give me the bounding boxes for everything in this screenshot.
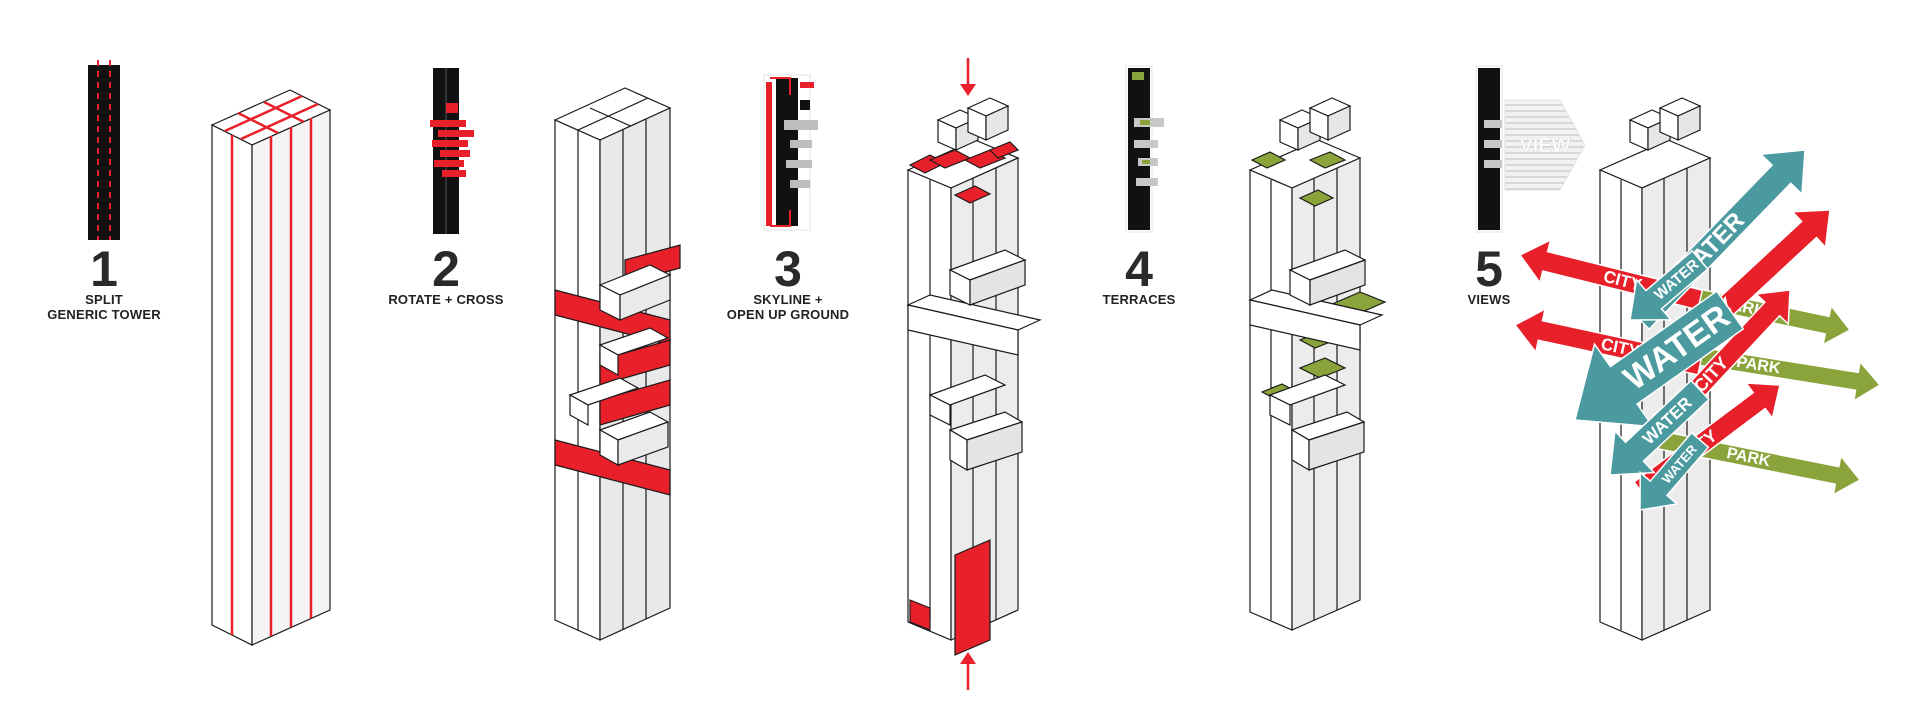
- step-3-number: 3: [774, 241, 802, 297]
- step-3-label-line-2: OPEN UP GROUND: [727, 307, 849, 322]
- view-arrow-water-shape: [1639, 431, 1710, 511]
- step-2-number: 2: [432, 241, 460, 297]
- step-4: 4 TERRACES: [1102, 65, 1387, 631]
- step-1-label-line-2: GENERIC TOWER: [47, 307, 161, 322]
- step-4-label-line-1: TERRACES: [1102, 292, 1175, 307]
- step-3-plan-icon: [763, 74, 818, 231]
- step-3-tower: [906, 97, 1042, 656]
- step-4-tower: [1248, 97, 1387, 631]
- step-1-label-line-1: SPLIT: [85, 292, 123, 307]
- step-5: VIEW 5 VIEWS PARKPARKPARKCITYCITYCITYCIT…: [1468, 65, 1882, 641]
- step-4-plan-icon: [1125, 65, 1164, 233]
- step-1-plan-icon: [88, 60, 120, 240]
- step-3-compress-arrows: [960, 58, 976, 690]
- step-4-number: 4: [1125, 241, 1153, 297]
- step-5-label-line-1: VIEWS: [1468, 292, 1511, 307]
- view-arrows: PARKPARKPARKCITYCITYCITYCITYCITYWATERWAT…: [1513, 149, 1882, 511]
- view-arrow-water-shape: [1574, 290, 1745, 428]
- step-1-number: 1: [90, 241, 118, 297]
- view-arrow-park-label: PARK: [1735, 354, 1782, 378]
- step-3-label-line-1: SKYLINE +: [753, 292, 823, 307]
- step-2: 2 ROTATE + CROSS: [388, 68, 681, 641]
- step-1: 1 SPLIT GENERIC TOWER: [47, 60, 332, 646]
- step-1-tower: [210, 89, 332, 646]
- view-arrow-water-shape: [1629, 249, 1709, 321]
- step-2-plan-icon: [430, 68, 474, 234]
- step-2-tower: [553, 87, 681, 641]
- step-3: 3 SKYLINE + OPEN UP GROUND: [727, 58, 1042, 690]
- step-2-label-line-1: ROTATE + CROSS: [388, 292, 503, 307]
- step-5-number: 5: [1475, 241, 1503, 297]
- step-5-plan-icon: VIEW: [1475, 65, 1586, 233]
- view-arrow-water-shape: [1609, 379, 1710, 476]
- view-arrow-label: VIEW: [1519, 135, 1570, 157]
